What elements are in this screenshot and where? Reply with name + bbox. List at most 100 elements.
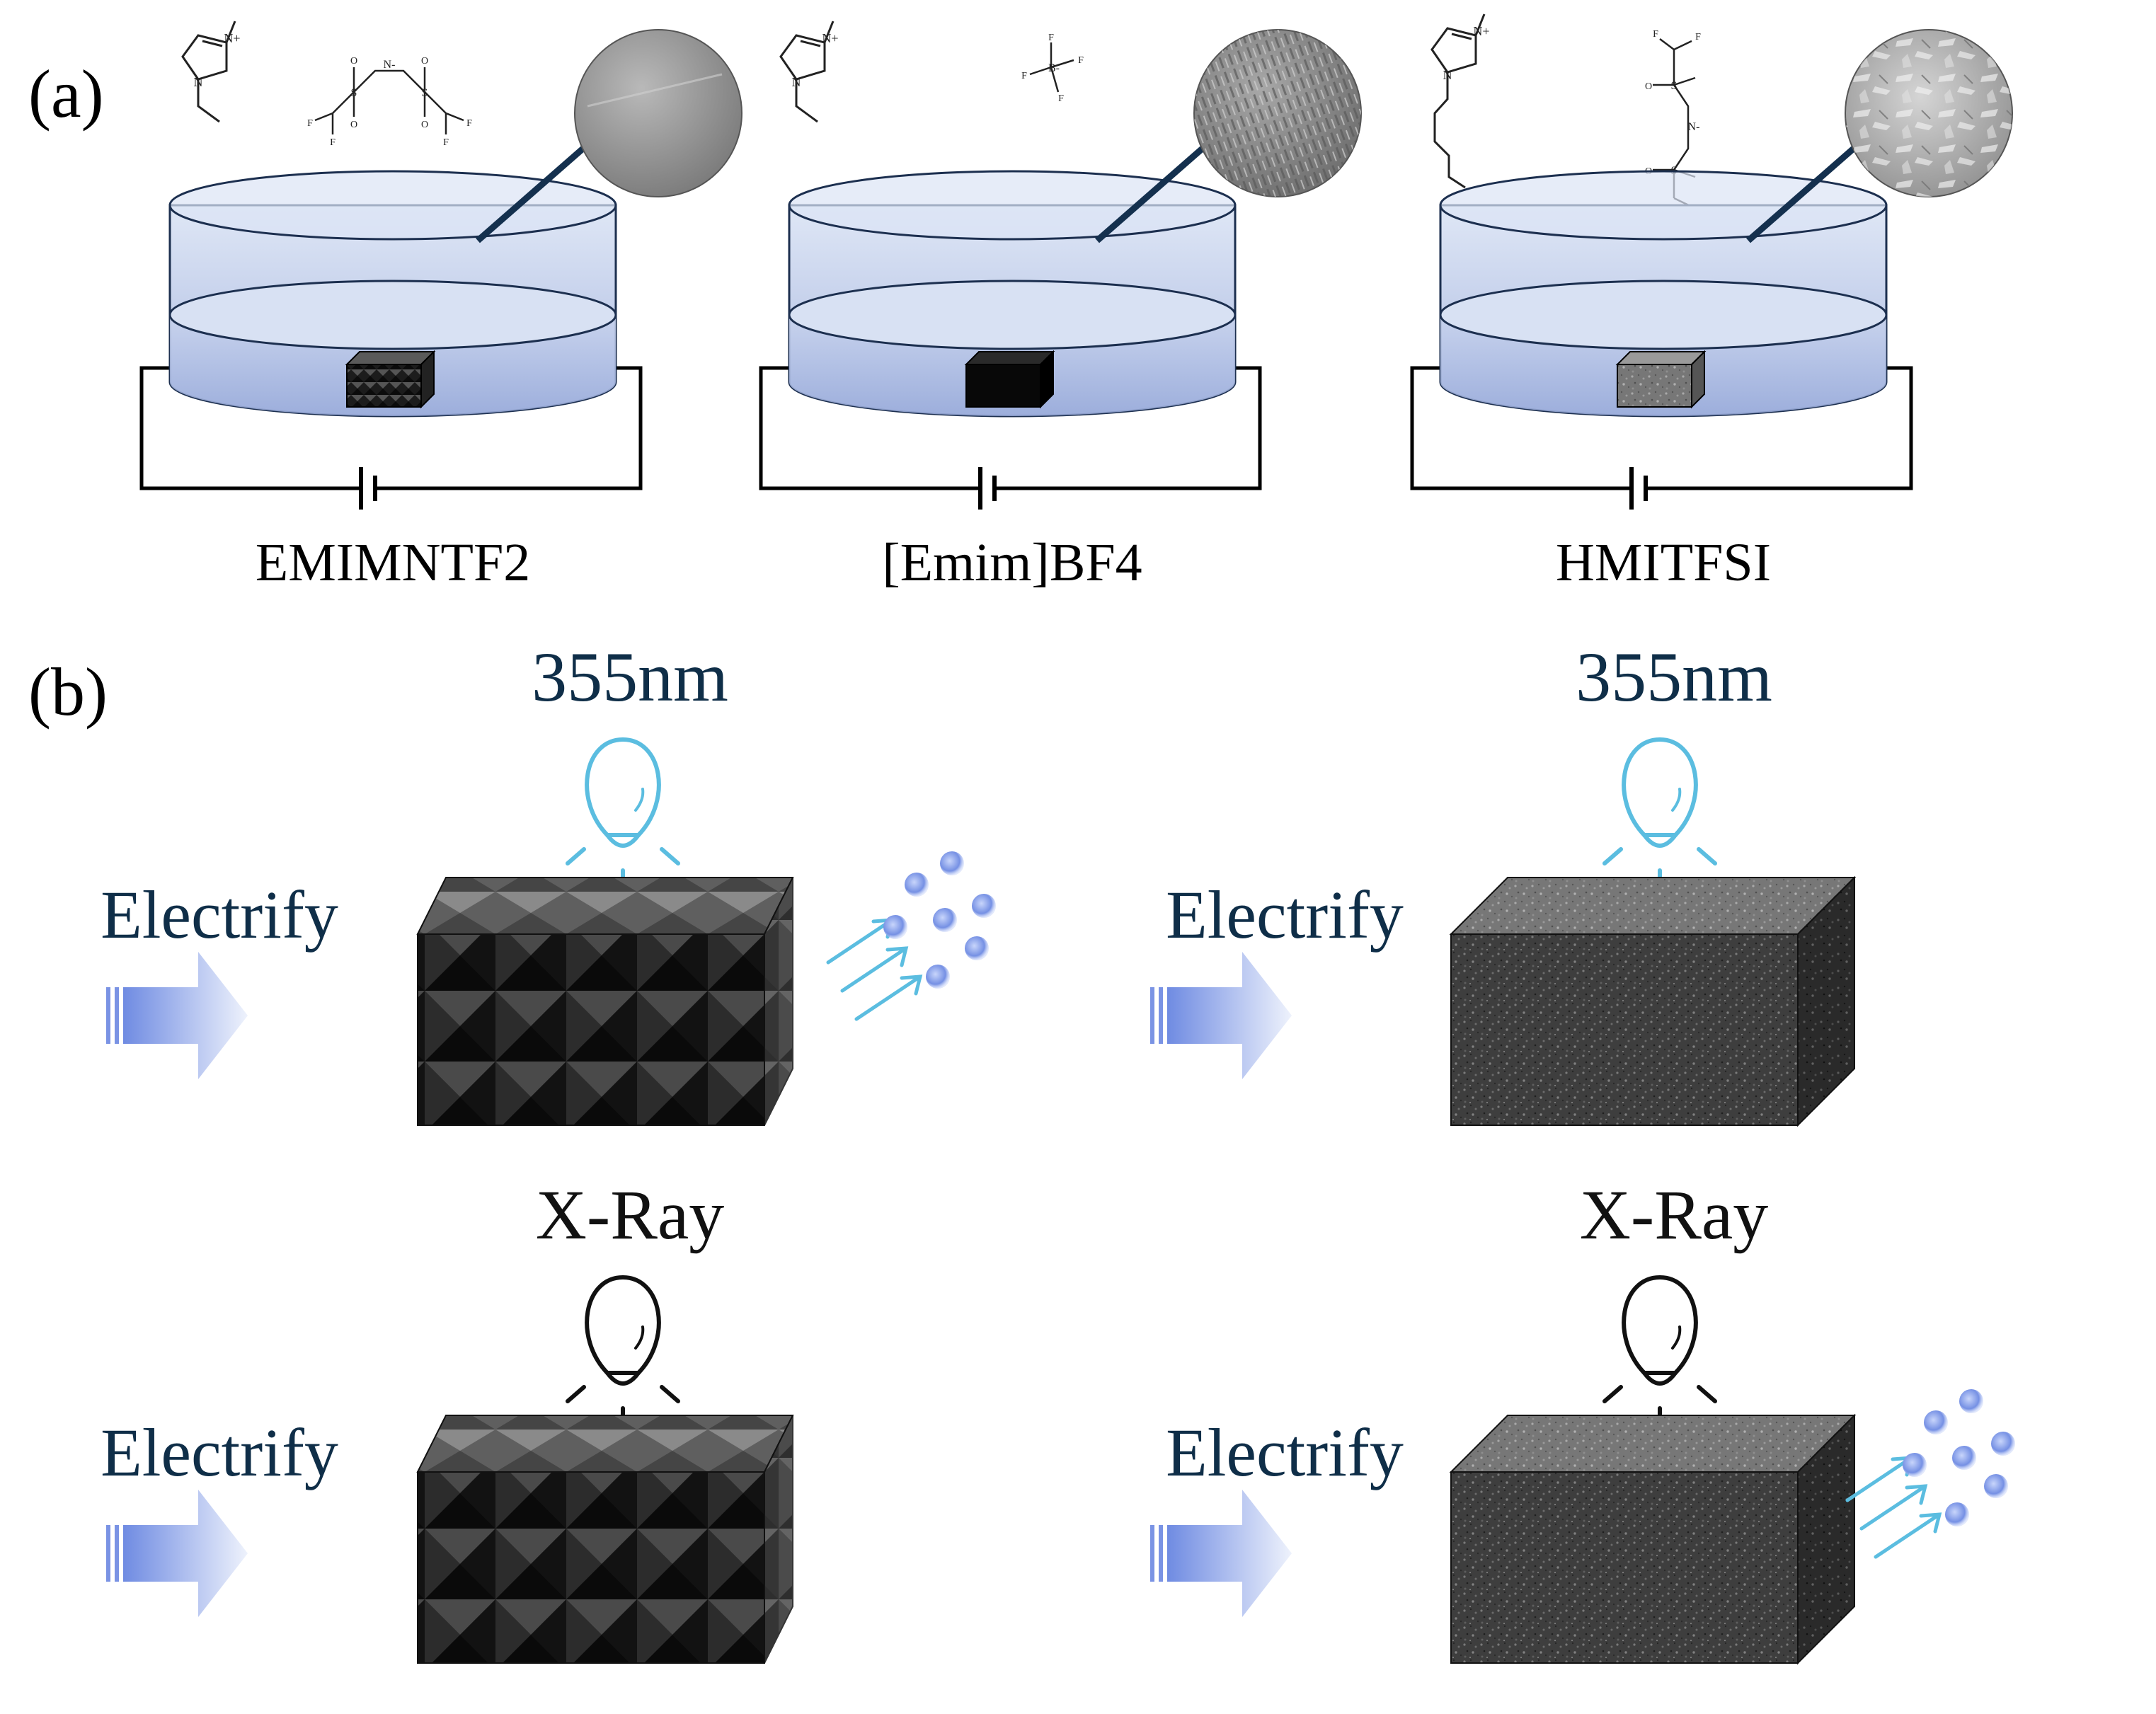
- emission-arrows: [1845, 1456, 1942, 1559]
- particle: [883, 915, 907, 939]
- block-front: [346, 364, 422, 408]
- sem-texture: [1194, 30, 1361, 197]
- block-front-face: [1450, 1471, 1799, 1664]
- emission-arrowhead: [1919, 1512, 1942, 1534]
- arrow-stripe: [115, 1525, 119, 1582]
- particle: [905, 873, 929, 897]
- methyl-bond: [225, 21, 236, 43]
- emission-arrow-line: [1859, 1484, 1927, 1531]
- ring-bond: [779, 34, 826, 81]
- circuit-wire: [139, 366, 643, 510]
- particle: [940, 851, 964, 875]
- arrow-body: [123, 1490, 248, 1617]
- ethyl-chain: [197, 79, 220, 123]
- bulb-base: [1642, 833, 1678, 848]
- atom-label: S: [422, 87, 428, 99]
- atom-label: S: [1671, 80, 1678, 92]
- emission-arrow-line: [826, 918, 894, 965]
- atom-label: F: [1695, 32, 1701, 42]
- block-top-face: [1449, 1415, 1857, 1473]
- atom-label: S: [351, 87, 357, 99]
- particle: [1959, 1389, 1983, 1413]
- block-front-face: [417, 1471, 765, 1664]
- light-bulb-icon: [566, 737, 680, 894]
- atom-label: N-: [1688, 121, 1700, 133]
- light-bulb-icon: [1602, 1275, 1717, 1432]
- double-bond: [1451, 33, 1472, 40]
- emission-arrows: [826, 918, 923, 1021]
- bf-bond: [1050, 59, 1074, 69]
- electrify-label: Electrify: [1166, 1415, 1404, 1490]
- arrow-stripe: [1150, 1525, 1154, 1582]
- bulb-shine: [1671, 788, 1682, 812]
- atom-label: F: [1058, 93, 1064, 104]
- particle: [1924, 1410, 1948, 1434]
- sem-pointer-arrow: [1095, 139, 1212, 243]
- liquid-surface: [788, 280, 1237, 350]
- bulb-shine: [634, 788, 645, 812]
- electrify-arrow: [106, 952, 248, 1079]
- wire-right: [375, 366, 643, 490]
- block-top: [1615, 351, 1707, 365]
- atom-label: N+: [822, 31, 838, 45]
- wire-right: [994, 366, 1262, 490]
- arrow-stripe: [1159, 1525, 1163, 1582]
- electrify-label: Electrify: [1166, 877, 1404, 953]
- electrify-arrow: [1150, 1490, 1292, 1617]
- bulb-glass: [585, 737, 661, 837]
- ray: [1602, 847, 1623, 865]
- atom-label: O: [350, 120, 357, 130]
- panel-b-scenes: 355nmElectrify355nmElectrifyX-RayElectri…: [101, 638, 2015, 1665]
- tfsi-backbone: [332, 69, 447, 114]
- arrow-stripe: [1150, 987, 1154, 1044]
- ray: [660, 1385, 680, 1403]
- particle: [933, 908, 957, 932]
- arrow-body: [1167, 952, 1292, 1079]
- excitation-source-label: X-Ray: [1580, 1175, 1769, 1254]
- excitation-source-label: 355nm: [532, 638, 728, 716]
- ray: [660, 847, 680, 865]
- emission-arrow-line: [840, 946, 908, 993]
- particle: [1903, 1453, 1927, 1477]
- electrify-arrow: [1150, 952, 1292, 1079]
- cf-bond: [1659, 38, 1675, 50]
- particle: [926, 965, 950, 989]
- electrify-arrow: [106, 1490, 248, 1617]
- wire-left: [139, 366, 361, 490]
- block-top-face: [1449, 877, 1857, 935]
- petri-dish: [168, 170, 617, 418]
- bulb-shine: [634, 1325, 645, 1350]
- liquid-surface: [1439, 280, 1888, 350]
- atom-label: N-: [384, 59, 396, 71]
- dish-rim: [788, 170, 1237, 241]
- panel-b-label: (b): [28, 654, 108, 730]
- emission-arrowhead: [900, 974, 923, 996]
- atom-label: F: [1653, 29, 1658, 40]
- circuit-wire: [1410, 366, 1913, 510]
- emission-arrowhead: [885, 946, 909, 967]
- atom-label: N: [792, 75, 801, 89]
- dish-rim: [1439, 170, 1888, 241]
- ring-bond: [181, 34, 228, 81]
- particle: [1984, 1474, 2008, 1498]
- atom-label: F: [1048, 33, 1054, 43]
- methyl-bond: [1474, 13, 1486, 36]
- arrow-stripe: [115, 987, 119, 1044]
- atom-label: F: [330, 137, 336, 148]
- block-front-face: [417, 933, 765, 1126]
- particle: [1952, 1446, 1976, 1470]
- bulb-glass: [1622, 1275, 1698, 1375]
- arrow-stripe: [106, 1525, 110, 1582]
- particle: [1991, 1432, 2015, 1456]
- atom-label: O: [421, 56, 428, 67]
- atom-label: F: [307, 118, 313, 129]
- double-bond: [800, 40, 821, 47]
- emission-arrow-line: [1874, 1512, 1942, 1559]
- so-bond: [1673, 76, 1696, 86]
- excitation-source-label: X-Ray: [536, 1175, 725, 1254]
